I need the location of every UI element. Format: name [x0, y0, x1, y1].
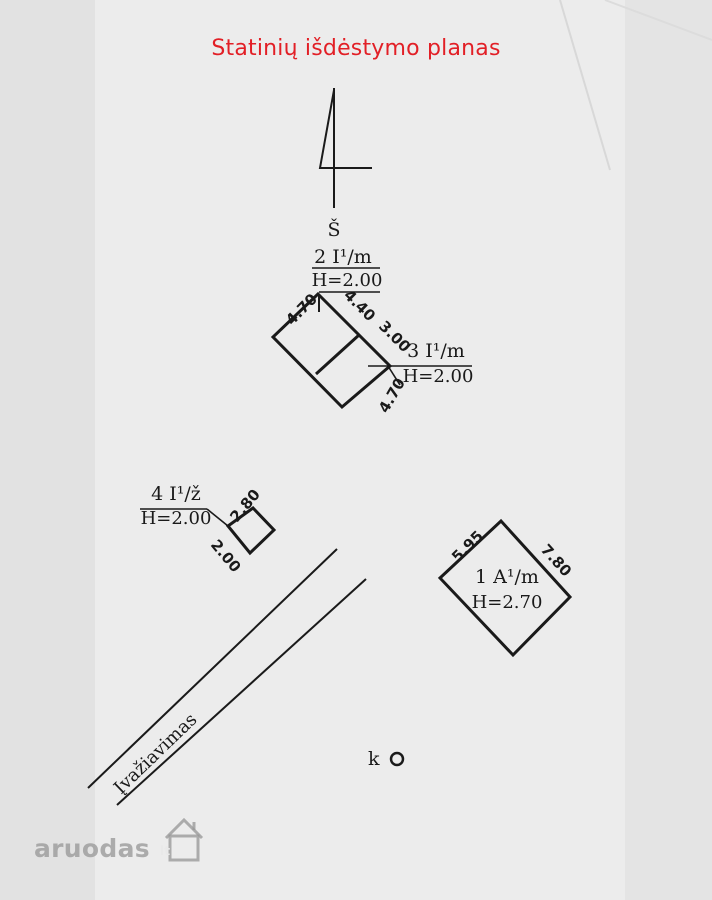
building-2-label: 2 I¹/m [314, 246, 372, 268]
building-2-3-outline [270, 291, 393, 410]
watermark-text: aruodas [34, 834, 150, 863]
paper-margin-right [625, 0, 712, 900]
paper-sheet [95, 0, 625, 900]
building-4-height: H=2.00 [141, 508, 212, 529]
building-3-height: H=2.00 [403, 366, 474, 387]
building-3-label: 3 I¹/m [407, 340, 465, 362]
paper-crease-2 [604, 0, 712, 41]
leader-lines [140, 291, 472, 527]
paper-margin-left [0, 0, 95, 900]
watermark: aruodas lt [34, 834, 170, 863]
building-2-height: H=2.00 [312, 270, 383, 291]
paper-crease [559, 0, 611, 171]
watermark-suffix: lt [159, 844, 171, 858]
house-logo-icon [164, 817, 204, 862]
north-label: Š [327, 218, 340, 241]
well-circle-icon [389, 751, 405, 767]
building-4-label: 4 I¹/ž [151, 483, 201, 505]
building-1-height: H=2.70 [472, 592, 543, 613]
building-1-label: 1 A¹/m [475, 566, 539, 588]
north-arrow-icon [318, 88, 372, 208]
page-title: Statinių išdėstymo planas [211, 36, 501, 61]
well-label: k [368, 748, 380, 770]
building-4-outline [225, 506, 277, 556]
driveway [87, 548, 367, 806]
building-1-outline [437, 518, 573, 658]
